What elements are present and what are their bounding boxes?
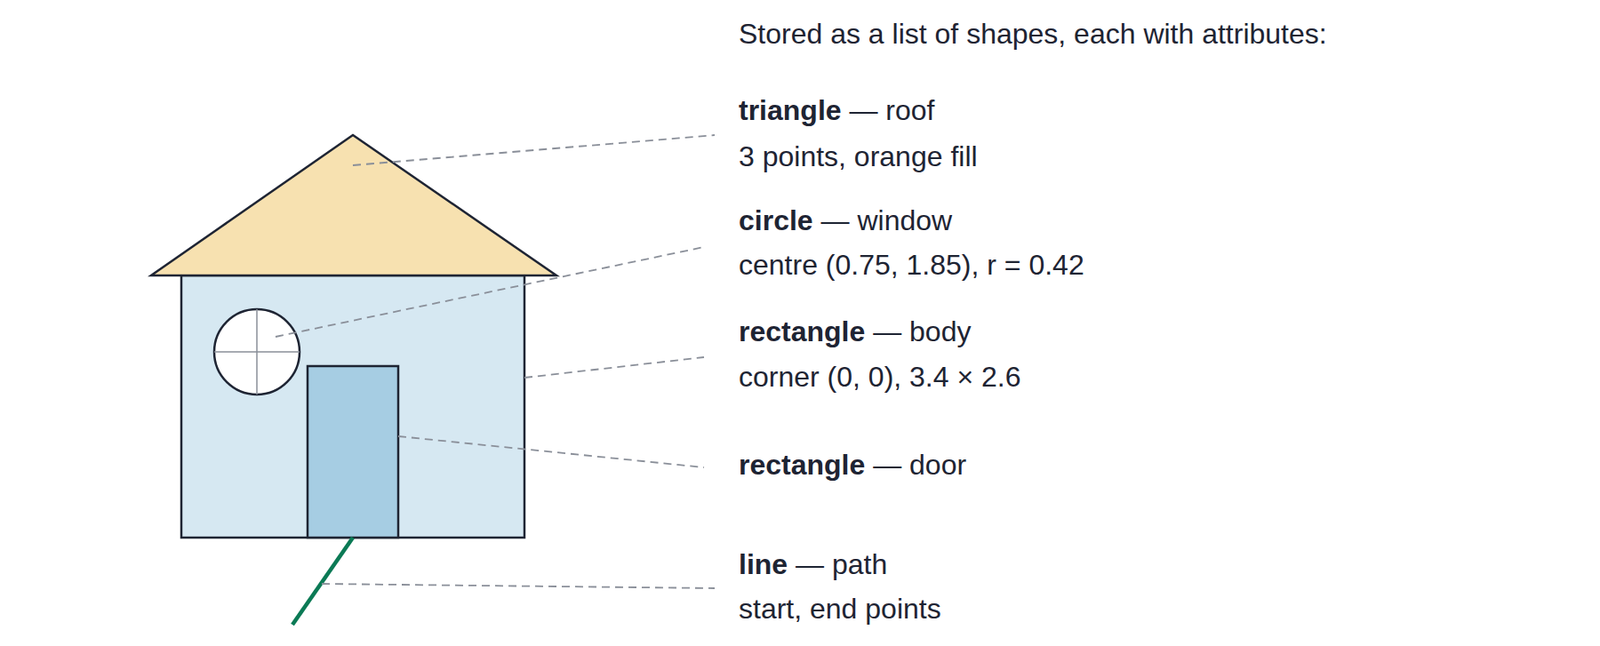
shape-attributes: corner (0, 0), 3.4 × 2.6 <box>738 360 1022 394</box>
leader-line <box>275 247 704 337</box>
shape-name: triangle — roof <box>738 93 936 128</box>
window-circle <box>214 309 300 395</box>
window-cross <box>256 309 258 395</box>
leader-line <box>352 135 715 166</box>
door-rect <box>307 366 399 538</box>
shape-name: line — path <box>738 547 888 582</box>
house-body <box>181 275 525 538</box>
roof-triangle <box>151 135 557 276</box>
path-line <box>292 537 353 625</box>
leader-line <box>398 436 704 468</box>
leader-line <box>524 357 704 378</box>
heading: Stored as a list of shapes, each with at… <box>738 16 1328 51</box>
shape-name: circle — window <box>738 203 952 238</box>
shape-name: rectangle — body <box>738 314 971 349</box>
leader-line <box>321 584 715 589</box>
shape-name: rectangle — door <box>738 448 967 482</box>
shape-attributes: 3 points, orange fill <box>738 139 978 174</box>
shape-attributes: centre (0.75, 1.85), r = 0.42 <box>738 248 1085 282</box>
shape-attributes: start, end points <box>738 592 942 626</box>
